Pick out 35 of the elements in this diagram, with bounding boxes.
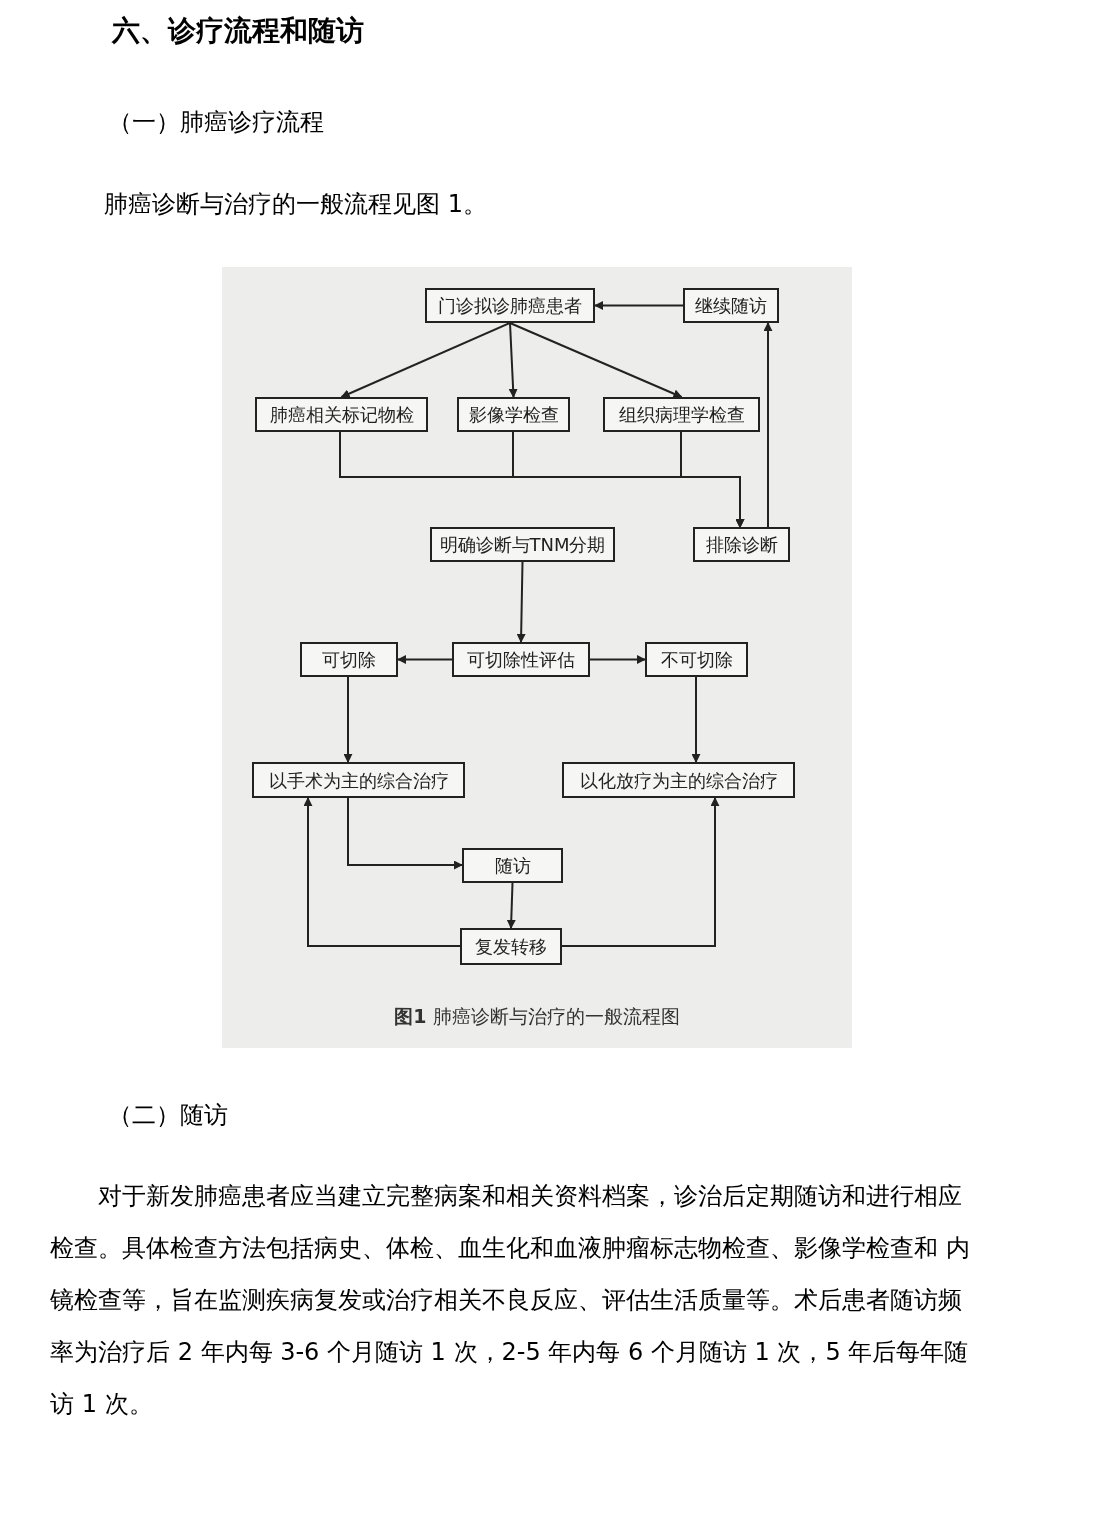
arrow [303,797,461,947]
figure-caption: 图1 肺癌诊断与治疗的一般流程图 [393,1004,681,1029]
arrow [347,797,463,870]
process-box: 可切除性评估 [452,642,590,677]
arrow [763,322,773,528]
body-paragraph: 对于新发肺癌患者应当建立完整病案和相关资料档案，诊治后定期随访和进行相应检查。具体检查方法包括病史、体检、血生化和血液肿瘤标志物检查、影像学检查和 内镜检查等，旨在监测疾病复发或治疗相关不良反应、评估生活质量等。术后患者随访频率为治疗后 2 年内每 3-6 个月随访 1 次，2-5 年内每 6 个月随访 1 次，5 年后每年随访 1 次。 [50,1181,971,1420]
arrow [594,301,684,310]
process-box: 不可切除 [645,642,748,677]
arrow [508,322,518,398]
subsection-heading: （二）随访 [108,1100,228,1131]
arrow [589,655,646,664]
arrow [680,431,745,528]
process-box: 继续随访 [683,288,779,323]
subsection-heading: （一）肺癌诊疗流程 [108,107,324,138]
process-box: 肺癌相关标记物检 [255,397,428,432]
process-box: 复发转移 [460,928,562,965]
process-box: 明确诊断与TNM分期 [430,527,615,562]
process-box: 排除诊断 [693,527,790,562]
process-box: 随访 [462,848,563,883]
arrow [516,561,526,643]
arrow [397,655,453,664]
process-box: 以化放疗为主的综合治疗 [562,762,795,798]
arrow [506,882,516,929]
process-box: 以手术为主的综合治疗 [252,762,465,798]
intro-text: 肺癌诊断与治疗的一般流程见图 1。 [104,189,487,220]
process-box: 组织病理学检查 [603,397,760,432]
arrow [343,676,353,763]
process-box: 可切除 [300,642,398,677]
section-title: 六、诊疗流程和随访 [112,13,364,49]
arrow [509,322,683,398]
process-box: 影像学检查 [457,397,570,432]
arrow [340,322,511,398]
arrow [691,676,701,763]
arrow [561,797,720,947]
process-box: 门诊拟诊肺癌患者 [425,288,595,323]
